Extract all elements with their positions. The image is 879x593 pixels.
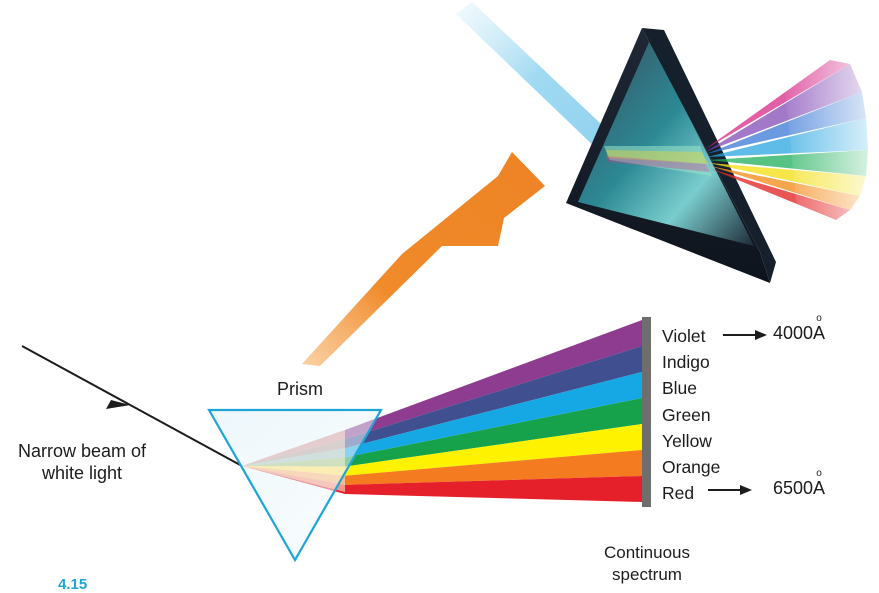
color-name-green: Green — [662, 404, 711, 425]
color-name-indigo: Indigo — [662, 352, 710, 373]
prism-3d-face — [578, 40, 754, 246]
spectrum-label-line1: Continuous — [603, 543, 690, 562]
ray-arrowhead-icon — [106, 400, 130, 409]
prism-3d-edge — [642, 28, 776, 283]
wavelength-arrow-violet — [723, 330, 767, 340]
beam-label-line2: white light — [41, 463, 123, 483]
zoom-arrow — [302, 152, 545, 366]
spectrum-screen — [642, 317, 651, 507]
incoming-beam-3d — [456, 2, 618, 152]
prism-3d-illustration — [456, 2, 879, 283]
spectrum-band-green — [242, 398, 642, 467]
color-name-violet: Violet — [662, 326, 706, 346]
beam-label: Narrow beam of white light — [4, 440, 160, 484]
spectrum-band-red — [242, 466, 642, 502]
prism-inner-light — [242, 430, 345, 492]
dispersed-spectrum-3d — [704, 40, 879, 240]
color-name-yellow: Yellow — [662, 430, 712, 451]
color-name-red: Red — [662, 483, 695, 504]
violet-wavelength-value: 4000 — [773, 323, 814, 343]
arrowhead-icon — [755, 330, 767, 340]
prism-2d — [207, 408, 383, 563]
color-name-orange: Orange — [662, 457, 721, 477]
spectrum-band-yellow — [242, 424, 642, 476]
spectrum-label: Continuous spectrum — [577, 542, 717, 586]
figure-number: 4.15 — [58, 576, 88, 593]
color-name-blue: Blue — [662, 378, 698, 399]
red-wavelength-value: 6500 — [773, 478, 814, 498]
arrowhead-icon — [740, 485, 752, 495]
prism-3d-inner-band — [604, 146, 712, 176]
incident-ray — [21, 345, 243, 467]
beam-label-line1: Narrow beam of — [17, 441, 147, 461]
prism-outline — [207, 408, 383, 563]
wavelength-arrow-red — [708, 485, 752, 495]
spectrum-label-line2: spectrum — [612, 565, 682, 584]
prism-label: Prism — [277, 379, 323, 399]
